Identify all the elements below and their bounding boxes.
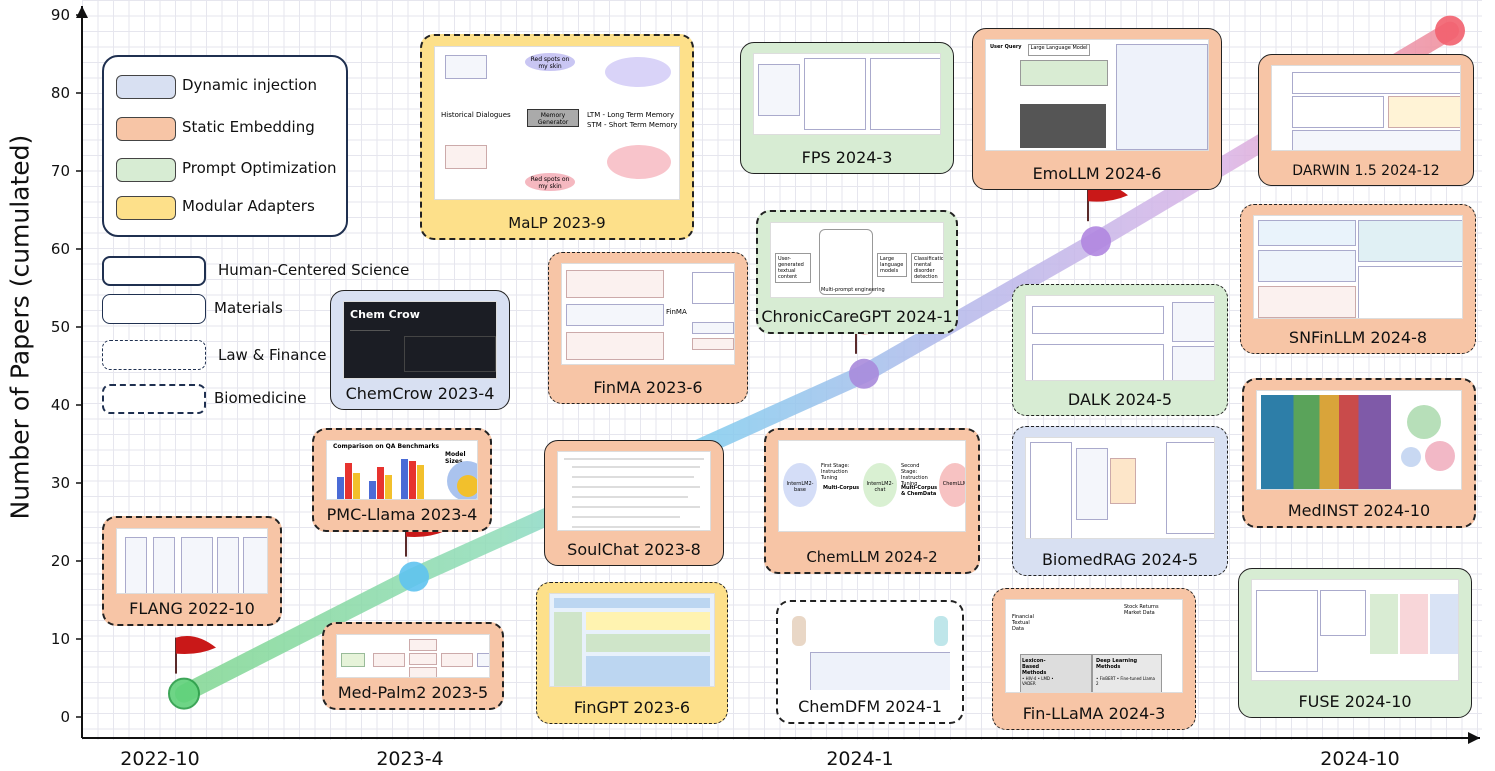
card-chemllm[interactable]: InternLM2-base First Stage: Instruction … — [764, 428, 980, 574]
thumbnail — [549, 593, 715, 687]
card-title: SNFinLLM 2024-8 — [1288, 328, 1428, 347]
thumbnail: User Query Large Language Model — [985, 39, 1209, 151]
card-darwin[interactable]: DARWIN 1.5 2024-12 — [1258, 54, 1474, 186]
y-tick-label: 30 — [51, 474, 70, 492]
y-tick-label: 10 — [51, 630, 70, 648]
card-emollm[interactable]: User Query Large Language Model EmoLLM 2… — [972, 28, 1222, 190]
card-med-palm2[interactable]: Med-Palm2 2023-5 — [322, 622, 504, 710]
card-title: Med-Palm2 2023-5 — [337, 683, 489, 702]
legend-swatch — [116, 158, 176, 182]
thumbnail: InternLM2-base First Stage: Instruction … — [778, 440, 966, 532]
milestone-point — [168, 677, 200, 710]
legend-label: Modular Adapters — [182, 197, 315, 215]
card-title: DARWIN 1.5 2024-12 — [1292, 163, 1440, 179]
legend-border-label: Biomedicine — [214, 389, 307, 407]
thumbnail — [1253, 215, 1463, 319]
legend-swatch — [116, 196, 176, 220]
legend-label: Static Embedding — [182, 118, 315, 136]
card-title: FinMA 2023-6 — [593, 378, 703, 397]
y-tick-label: 0 — [60, 708, 70, 726]
y-tick-label: 60 — [51, 240, 70, 258]
y-tick-label: 20 — [51, 552, 70, 570]
card-title: ChemCrow 2023-4 — [345, 384, 495, 403]
card-malp[interactable]: Red spots on my skin Historical Dialogue… — [420, 34, 694, 240]
card-biomedrag[interactable]: BiomedRAG 2024-5 — [1012, 426, 1228, 576]
card-title: DALK 2024-5 — [1067, 390, 1173, 409]
y-tick-label: 50 — [51, 318, 70, 336]
thumbnail: Financial Textual Data Lexicon-Based Met… — [1005, 599, 1183, 693]
thumbnail: User-generated textual content Multi-pro… — [770, 222, 944, 298]
card-title: FLANG 2022-10 — [129, 599, 255, 618]
card-snfinllm[interactable]: SNFinLLM 2024-8 — [1240, 204, 1476, 354]
legend-border-swatch — [102, 294, 206, 324]
thumbnail — [1251, 579, 1459, 681]
legend-border-swatch — [102, 256, 206, 286]
card-title: ChemDFM 2024-1 — [798, 697, 942, 716]
thumbnail — [1025, 295, 1215, 381]
y-axis-title: Number of Papers (cumulated) — [5, 134, 35, 520]
thumbnail — [336, 634, 490, 678]
card-fingpt[interactable]: FinGPT 2023-6 — [536, 582, 728, 724]
y-tick-label: 70 — [51, 162, 70, 180]
card-fps[interactable]: FPS 2024-3 — [740, 42, 954, 174]
card-title: PMC-Llama 2023-4 — [326, 505, 478, 524]
thumbnail: Chem Crow — [343, 301, 497, 379]
card-finma[interactable]: FinMA FinMA 2023-6 — [548, 252, 748, 404]
card-title: FUSE 2024-10 — [1298, 692, 1412, 711]
x-tick-label: 2022-10 — [120, 748, 199, 770]
card-title: FinGPT 2023-6 — [573, 698, 691, 717]
x-tick-label: 2024-10 — [1320, 748, 1399, 770]
y-tick-label: 80 — [51, 84, 70, 102]
card-chemcrow[interactable]: Chem Crow ChemCrow 2023-4 — [330, 290, 510, 410]
card-soulchat[interactable]: SoulChat 2023-8 — [544, 440, 724, 566]
thumbnail — [1256, 390, 1462, 490]
thumbnail: Red spots on my skin Historical Dialogue… — [434, 46, 680, 200]
thumbnail: FinMA — [561, 263, 735, 365]
milestone-point — [399, 561, 429, 592]
card-title: SoulChat 2023-8 — [567, 540, 701, 559]
legend-border-swatch — [102, 340, 206, 370]
y-tick-label: 40 — [51, 396, 70, 414]
card-title: FPS 2024-3 — [801, 148, 893, 167]
thumbnail — [753, 53, 941, 135]
card-title: ChronicCareGPT 2024-1 — [761, 307, 953, 326]
x-tick-label: 2023-4 — [376, 748, 443, 770]
card-title: Fin-LLaMA 2024-3 — [1022, 704, 1166, 723]
card-title: EmoLLM 2024-6 — [1032, 164, 1162, 183]
thumbnail — [1025, 437, 1215, 539]
legend-swatch — [116, 117, 176, 141]
legend-swatch — [116, 75, 176, 99]
legend-label: Dynamic injection — [182, 76, 317, 94]
card-chroniccaregpt[interactable]: User-generated textual content Multi-pro… — [756, 210, 958, 334]
milestone-point — [849, 358, 879, 389]
card-fuse[interactable]: FUSE 2024-10 — [1238, 568, 1472, 718]
milestone-point — [1435, 15, 1465, 46]
thumbnail — [790, 612, 950, 690]
milestone-point — [1081, 226, 1111, 257]
thumbnail: Comparison on QA Benchmarks Model Sizes — [326, 440, 478, 500]
card-pmc-llama[interactable]: Comparison on QA Benchmarks Model Sizes … — [312, 428, 492, 532]
card-title: ChemLLM 2024-2 — [806, 548, 938, 566]
thumbnail — [557, 451, 711, 531]
card-fin-llama[interactable]: Financial Textual Data Lexicon-Based Met… — [992, 588, 1196, 730]
thumbnail — [116, 528, 268, 594]
y-tick-label: 90 — [51, 6, 70, 24]
card-medinst[interactable]: MedINST 2024-10 — [1242, 378, 1476, 528]
thumbnail — [1271, 65, 1461, 151]
card-chemdfm[interactable]: ChemDFM 2024-1 — [776, 600, 964, 724]
flag-icon — [176, 635, 216, 654]
card-flang[interactable]: FLANG 2022-10 — [102, 516, 282, 626]
card-dalk[interactable]: DALK 2024-5 — [1012, 284, 1228, 416]
legend-label: Prompt Optimization — [182, 159, 337, 177]
legend-border-label: Law & Finance — [218, 346, 327, 364]
card-title: MedINST 2024-10 — [1287, 501, 1431, 520]
card-title: BiomedRAG 2024-5 — [1041, 550, 1199, 569]
x-tick-label: 2024-1 — [826, 748, 893, 770]
legend-border-swatch — [102, 384, 206, 414]
legend-border-label: Materials — [214, 299, 283, 317]
legend-border-label: Human-Centered Science — [218, 261, 410, 279]
legend-fill: Dynamic injection Static Embedding Promp… — [102, 55, 348, 237]
card-title: MaLP 2023-9 — [508, 214, 606, 232]
